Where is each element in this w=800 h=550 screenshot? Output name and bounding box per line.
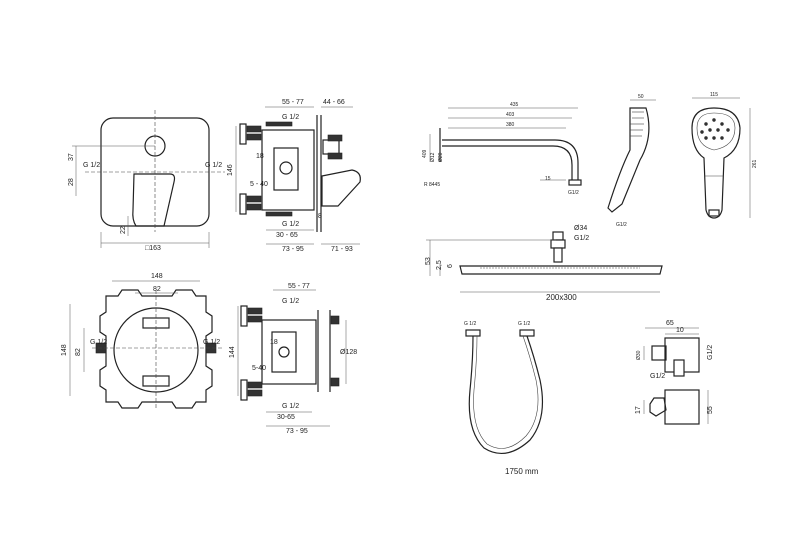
box-dim-55-77: 55 - 77 <box>288 283 310 290</box>
hs-dim-bottom: G1/2 <box>616 222 627 228</box>
wall-elbow: 65 10 Ø30 G1/2 G1/2 17 55 <box>635 320 714 425</box>
dim-148-top: 148 <box>151 273 163 280</box>
install-box-front: 148 82 148 82 G 1/2 G 1/2 <box>61 273 222 410</box>
spray-nozzles <box>700 118 730 140</box>
dim-34: Ø34 <box>574 225 587 232</box>
hand-shower-profile <box>607 107 650 213</box>
dim-10: 10 <box>676 327 684 334</box>
dim-73-95: 73 - 95 <box>282 246 304 253</box>
dim-115: 115 <box>710 92 718 98</box>
g-half-top: G 1/2 <box>282 114 299 121</box>
box-dim-30-65: 30-65 <box>277 414 295 421</box>
dim-44-66: 44 - 66 <box>323 99 345 106</box>
dim-r: R 8445 <box>424 182 440 188</box>
holder-clip <box>649 397 667 417</box>
g-half-bottom: G 1/2 <box>282 221 299 228</box>
dim-30-65: 30 - 65 <box>276 232 298 239</box>
dim-163: □163 <box>145 245 161 252</box>
overhead-shower: 53 2,5 6 Ø34 G1/2 200x300 <box>425 225 663 302</box>
mixer-front-view: 37 28 G 1/2 G 1/2 22 □163 <box>68 110 225 252</box>
hose-outer <box>468 335 544 455</box>
elbow-g12-bottom: G1/2 <box>650 373 665 380</box>
box-outline <box>99 289 213 409</box>
elbow-g12-right: G1/2 <box>707 345 714 360</box>
side-lever <box>321 169 361 207</box>
hose-length: 1750 mm <box>505 467 539 476</box>
dim-12: Ø12 <box>430 152 436 162</box>
dim-20: Ø20 <box>438 152 444 162</box>
hose-end-right: G 1/2 <box>518 321 530 327</box>
hand-shower-front: 115 261 <box>691 92 758 219</box>
dim-6: 6 <box>447 264 454 268</box>
dim-55-77: 55 - 77 <box>282 99 304 106</box>
dim-2-5: 2,5 <box>436 260 443 270</box>
dim-144: 144 <box>229 346 236 358</box>
dim-30: Ø30 <box>636 350 642 360</box>
box-dim-73-95: 73 - 95 <box>286 428 308 435</box>
dim-17: 17 <box>635 406 642 414</box>
overhead-g12: G1/2 <box>574 235 589 242</box>
dim-82-top: 82 <box>153 286 161 293</box>
dim-5-40: 5 - 40 <box>250 181 268 188</box>
dim-146: 146 <box>227 164 234 176</box>
hand-shower-side: 50 G1/2 <box>607 94 656 228</box>
holder-block <box>664 389 700 425</box>
dim-403: 403 <box>506 112 515 118</box>
dim-71-93: 71 - 93 <box>331 246 353 253</box>
dim-261: 261 <box>752 159 758 168</box>
dim-435: 435 <box>510 102 519 108</box>
g-half-right: G 1/2 <box>205 162 222 169</box>
box-g-right: G 1/2 <box>203 339 220 346</box>
dim-55: 55 <box>707 406 714 414</box>
shower-hose: G 1/2 G 1/2 1750 mm <box>464 321 544 476</box>
box-dim-18: 18 <box>270 339 278 346</box>
dim-128: Ø128 <box>340 349 357 356</box>
dim-53: 53 <box>425 257 432 265</box>
hand-shower-head <box>691 107 741 219</box>
arm-g12: G1/2 <box>568 190 579 196</box>
dim-82-left: 82 <box>75 348 82 356</box>
dim-37: 37 <box>68 153 75 161</box>
dim-380: 380 <box>506 122 515 128</box>
g-half-left: G 1/2 <box>83 162 100 169</box>
dim-409: 409 <box>422 149 428 158</box>
overhead-plate <box>459 265 663 275</box>
box-g-left: G 1/2 <box>90 339 107 346</box>
shower-arm: 435 403 380 409 Ø12 Ø20 R 8445 15 G1/2 <box>422 102 582 196</box>
arm-upper <box>442 139 579 180</box>
install-box-side: 55 - 77 G 1/2 144 18 Ø128 5-40 G 1/2 30-… <box>229 283 357 435</box>
dim-65: 65 <box>666 320 674 327</box>
box-g-top: G 1/2 <box>282 298 299 305</box>
dim-28: 28 <box>68 178 75 186</box>
dim-8: 8 <box>318 213 322 220</box>
dim-18: 18 <box>256 153 264 160</box>
box-g-bottom: G 1/2 <box>282 403 299 410</box>
dim-15: 15 <box>545 176 551 182</box>
dim-200x300: 200x300 <box>546 293 577 302</box>
hose-end-left: G 1/2 <box>464 321 476 327</box>
mixer-lever <box>132 173 176 227</box>
dim-148-left: 148 <box>61 344 68 356</box>
valve-body <box>261 129 315 211</box>
arm-lower <box>442 145 573 180</box>
dim-22: 22 <box>120 226 127 234</box>
hs-dim-top: 50 <box>638 94 644 100</box>
box-dim-5-40: 5-40 <box>252 365 266 372</box>
mixer-side-view: 55 - 77 44 - 66 G 1/2 G 1/2 146 18 5 - 4… <box>227 99 361 253</box>
